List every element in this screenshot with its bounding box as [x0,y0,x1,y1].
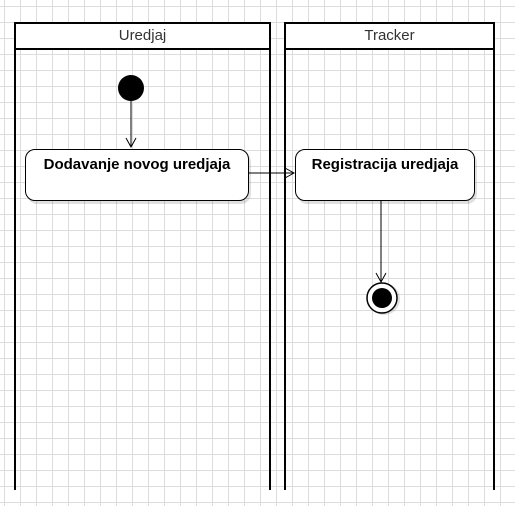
final-node[interactable] [366,282,400,315]
arrowhead-icon [284,167,296,179]
arrowhead-icon [125,137,137,149]
action-dodavanje-novog-uredjaja[interactable]: Dodavanje novog uredjaja [25,149,249,201]
swimlane-header-tracker: Tracker [284,22,495,50]
swimlane-uredjaj[interactable]: Uredjaj [14,22,271,490]
action-registracija-uredjaja[interactable]: Registracija uredjaja [295,149,475,201]
action-label: Dodavanje novog uredjaja [43,156,231,173]
action-label: Registracija uredjaja [311,156,459,173]
arrowhead-icon [375,272,387,284]
initial-node[interactable] [118,75,144,101]
swimlane-header-uredjaj: Uredjaj [14,22,271,50]
swimlane-tracker[interactable]: Tracker [284,22,495,490]
final-node-dot [372,288,392,308]
